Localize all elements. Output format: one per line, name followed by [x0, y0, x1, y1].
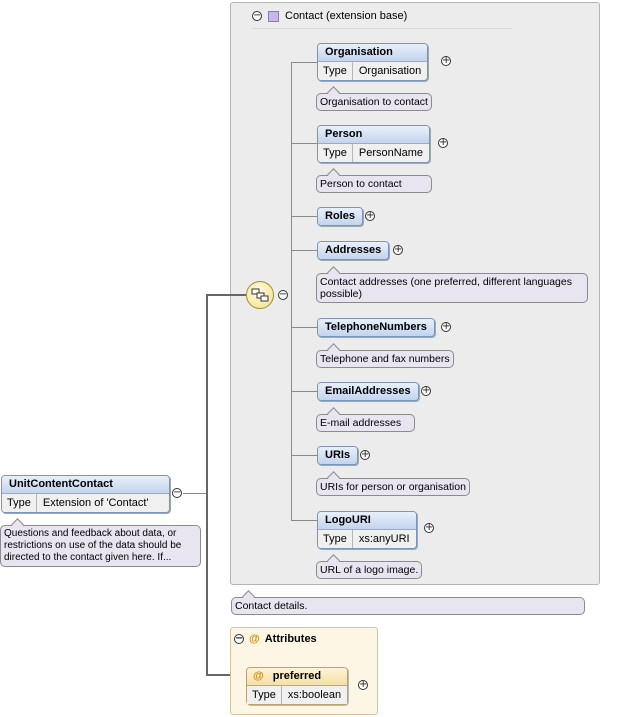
connector-person	[291, 143, 317, 144]
type-key: Type	[2, 494, 37, 512]
type-key: Type	[318, 530, 353, 548]
attribute-name: preferred	[272, 670, 322, 682]
expand-icon[interactable]: +	[441, 321, 451, 332]
extension-doc-annotation: Contact details.	[231, 597, 585, 615]
element-telephonenumbers[interactable]: TelephoneNumbers	[317, 318, 435, 337]
extension-base-header: − Contact (extension base)	[252, 6, 407, 26]
element-organisation[interactable]: Organisation Type Organisation	[317, 43, 429, 81]
collapse-icon[interactable]: −	[172, 487, 182, 498]
connector-email	[291, 391, 317, 392]
element-name: Addresses	[318, 242, 389, 259]
attribute-symbol-icon: @	[253, 670, 264, 682]
root-trunk-line	[206, 294, 208, 675]
expand-icon[interactable]: +	[358, 679, 368, 690]
type-row: Type PersonName	[318, 143, 430, 162]
doc-annotation: URL of a logo image.	[316, 561, 423, 579]
collapse-icon[interactable]: −	[278, 289, 288, 300]
expand-icon[interactable]: +	[393, 244, 403, 255]
collapse-icon[interactable]: −	[234, 633, 244, 644]
element-name: UnitContentContact	[2, 476, 169, 493]
type-key: Type	[318, 144, 353, 162]
connector-sequence	[206, 294, 246, 296]
type-value: xs:anyURI	[358, 533, 410, 545]
type-row: Type Extension of 'Contact'	[2, 493, 169, 512]
divider	[252, 28, 512, 29]
complex-type-square-icon	[268, 10, 279, 22]
connector-uris	[291, 455, 317, 456]
expand-icon[interactable]: +	[441, 55, 451, 66]
element-name: LogoURI	[318, 512, 416, 529]
type-key: Type	[247, 686, 282, 704]
attributes-title: Attributes	[264, 633, 317, 645]
sequence-trunk-line	[291, 62, 292, 520]
attribute-symbol-icon: @	[249, 633, 260, 645]
type-value: Extension of 'Contact'	[42, 497, 149, 509]
element-addresses[interactable]: Addresses	[317, 241, 390, 260]
root-connector	[183, 493, 207, 494]
element-logouri[interactable]: LogoURI Type xs:anyURI	[317, 511, 417, 549]
root-doc-annotation: Questions and feedback about data, or re…	[0, 525, 201, 567]
expand-icon[interactable]: +	[421, 385, 431, 396]
attributes-header: − @ Attributes	[234, 633, 317, 645]
type-value: Organisation	[358, 65, 422, 77]
type-row: Type xs:boolean	[247, 685, 348, 704]
connector-addresses	[291, 250, 317, 251]
element-name: Roles	[318, 208, 362, 225]
element-name: URIs	[318, 447, 358, 464]
sequence-compositor-icon[interactable]	[246, 281, 274, 309]
expand-icon[interactable]: +	[438, 137, 448, 148]
extension-base-title: Contact (extension base)	[285, 10, 408, 22]
type-value: xs:boolean	[287, 689, 342, 701]
type-key: Type	[318, 62, 353, 80]
element-unitcontentcontact[interactable]: UnitContentContact Type Extension of 'Co…	[1, 475, 170, 513]
type-row: Type xs:anyURI	[318, 529, 416, 548]
connector-organisation	[291, 62, 317, 63]
expand-icon[interactable]: +	[365, 210, 375, 221]
element-name: Organisation	[318, 44, 428, 61]
connector-telephone	[291, 327, 317, 328]
connector-roles	[291, 216, 317, 217]
doc-annotation: Person to contact	[316, 175, 432, 193]
attribute-preferred[interactable]: @ preferred Type xs:boolean	[246, 667, 349, 705]
type-value: PersonName	[358, 147, 424, 159]
doc-annotation: URIs for person or organisation	[316, 478, 470, 496]
connector-logouri	[291, 520, 317, 521]
collapse-icon[interactable]: −	[252, 10, 262, 21]
expand-icon[interactable]: +	[424, 522, 434, 533]
element-emailaddresses[interactable]: EmailAddresses	[317, 382, 419, 401]
type-row: Type Organisation	[318, 61, 428, 80]
doc-annotation: Organisation to contact	[316, 93, 432, 111]
connector-attributes	[206, 674, 246, 676]
element-name: Person	[318, 126, 430, 143]
element-name: TelephoneNumbers	[318, 319, 434, 336]
element-name: EmailAddresses	[318, 383, 418, 400]
expand-icon[interactable]: +	[360, 449, 370, 460]
doc-annotation: E-mail addresses	[316, 414, 415, 432]
doc-annotation: Telephone and fax numbers	[316, 350, 454, 368]
element-uris[interactable]: URIs	[317, 446, 359, 465]
doc-annotation: Contact addresses (one preferred, differ…	[316, 273, 588, 303]
element-roles[interactable]: Roles	[317, 207, 363, 226]
element-person[interactable]: Person Type PersonName	[317, 125, 431, 163]
attribute-name-row: @ preferred	[247, 668, 348, 685]
